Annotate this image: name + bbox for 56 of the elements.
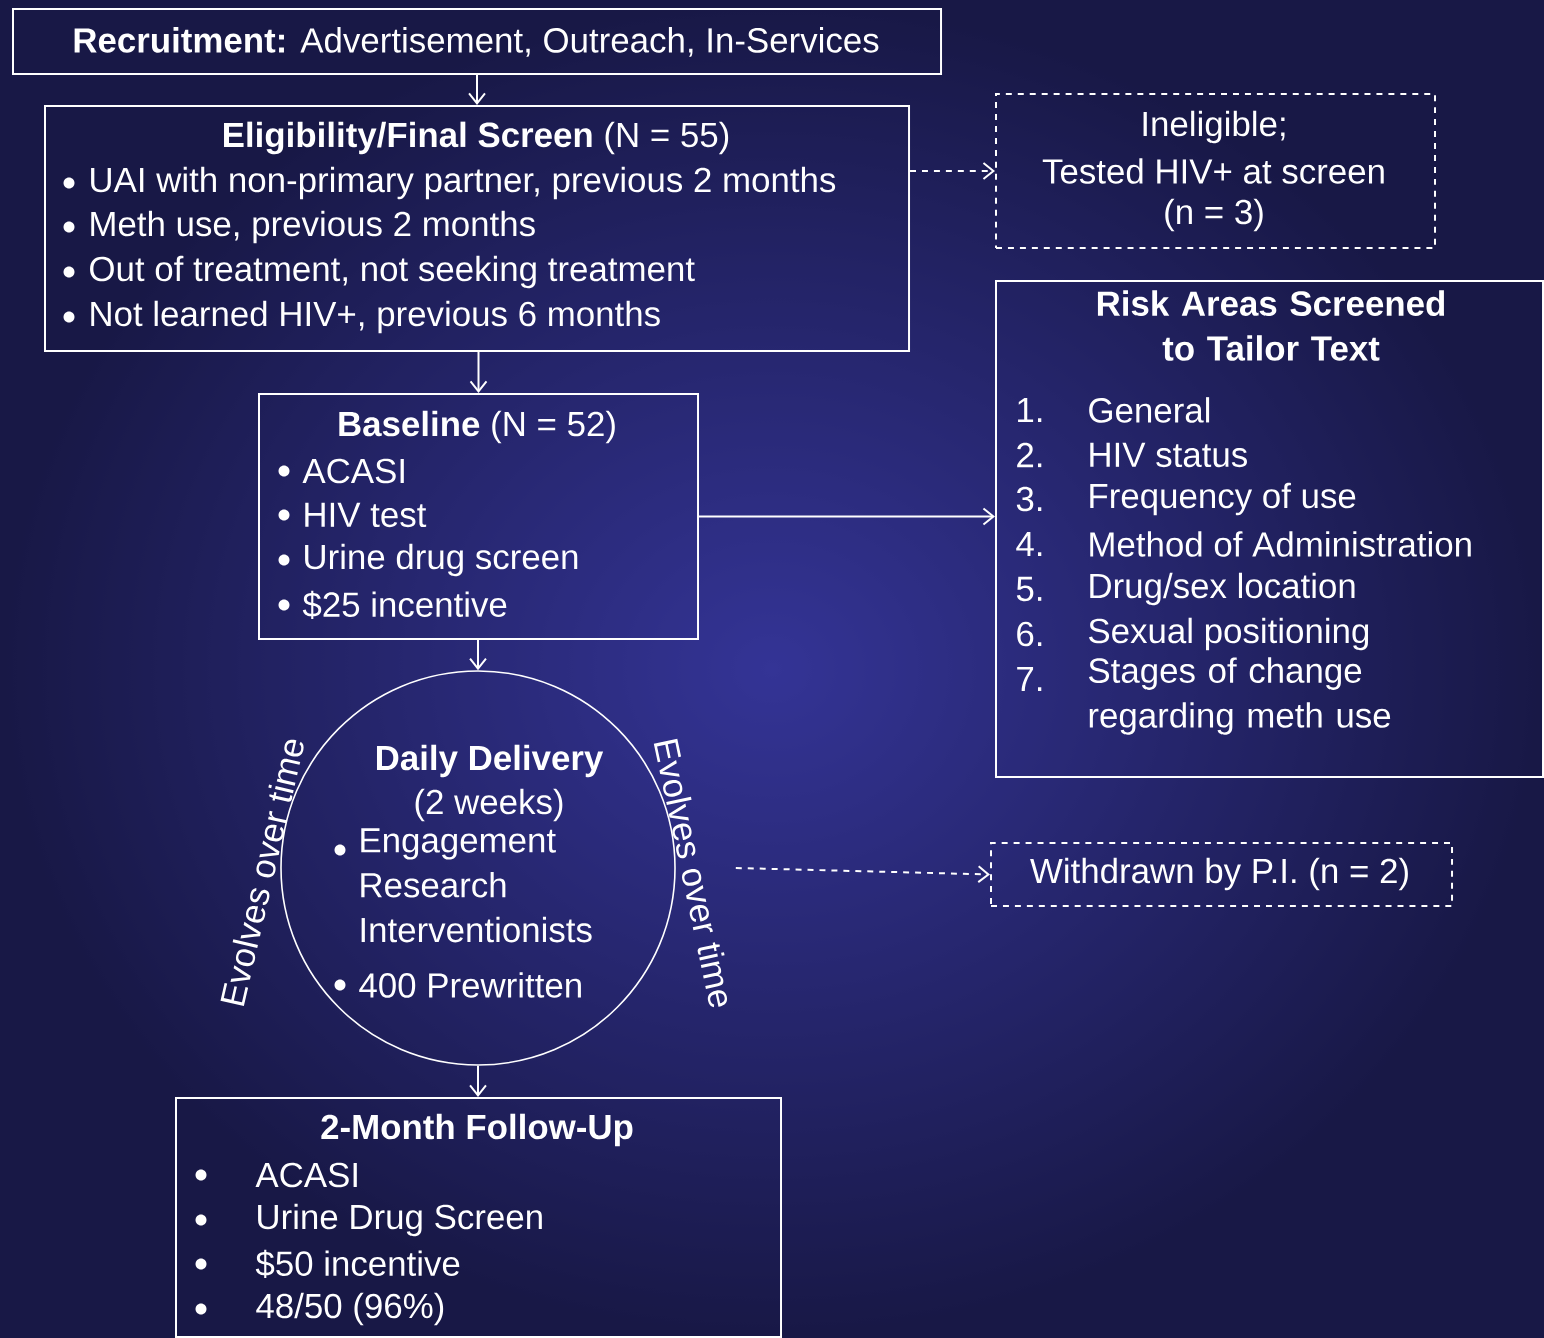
box-text: Recruitment: Advertisement, Outreach, In-Services xyxy=(74,27,879,57)
list-item: Urine drug screen xyxy=(305,543,578,577)
list-item: Meth use, previous 2 months xyxy=(91,210,535,244)
arrow xyxy=(734,865,990,884)
list-item: 400 Prewritten xyxy=(359,972,581,998)
process-box xyxy=(258,393,699,640)
list-item: HIV status xyxy=(1090,442,1247,468)
exclusion-box xyxy=(995,93,1436,249)
delivery-circle xyxy=(220,670,728,1066)
list-item: General xyxy=(1089,397,1210,423)
heading: 2-Month Follow-Up xyxy=(321,1113,633,1147)
list-item: ACASI xyxy=(255,1162,357,1188)
item-number: 3. xyxy=(1016,486,1042,512)
process-box xyxy=(44,105,911,352)
list-item: $25 incentive xyxy=(302,590,507,620)
list-item: Not learned HIV+, previous 6 months xyxy=(91,300,660,334)
heading: Eligibility/Final Screen (N = 55) xyxy=(224,121,729,155)
list-item: Engagement Research Interventionists xyxy=(361,828,592,943)
box-text: Withdrawn by P.I. (n = 2) xyxy=(1030,857,1408,891)
arrow xyxy=(469,1064,487,1097)
list-item: $50 incentive xyxy=(255,1249,460,1279)
list-item: Method of Administration xyxy=(1090,531,1471,557)
process-box xyxy=(12,8,943,75)
list-item: Frequency of use xyxy=(1090,482,1356,516)
item-number: 7. xyxy=(1017,667,1042,691)
box-text: Ineligible; xyxy=(1143,110,1285,144)
list-box xyxy=(995,279,1544,778)
arrow xyxy=(469,351,488,393)
item-number: 4. xyxy=(1016,532,1042,556)
item-number: 2. xyxy=(1017,442,1042,468)
item-number: 6. xyxy=(1017,621,1042,647)
box-text: (n = 3) xyxy=(1165,198,1263,232)
list-item: Out of treatment, not seeking treatment xyxy=(90,255,695,289)
arrow xyxy=(698,507,995,526)
exclusion-box xyxy=(990,842,1453,907)
heading: Daily Delivery xyxy=(377,744,604,778)
box-text: Tested HIV+ at screen xyxy=(1042,158,1384,184)
list-item: HIV test xyxy=(305,502,427,528)
list-item: UAI with non-primary partner, previous 2 months xyxy=(91,166,836,200)
curved-caption: Evolves over time xyxy=(653,738,728,1008)
process-box xyxy=(175,1097,782,1338)
heading: Baseline (N = 52) xyxy=(339,410,615,444)
list-item: Stages of change regarding meth use xyxy=(1089,657,1391,735)
arrow xyxy=(468,73,486,105)
curved-caption: Evolves over time xyxy=(220,739,304,1007)
arrow xyxy=(469,639,487,671)
list-item: Sexual positioning xyxy=(1089,617,1369,651)
heading: Risk Areas Screened to Tailor Text xyxy=(1097,290,1445,361)
list-item: ACASI xyxy=(302,458,404,484)
item-number: 5. xyxy=(1016,576,1042,602)
list-item: Drug/sex location xyxy=(1090,572,1355,606)
arrow xyxy=(909,162,995,180)
list-item: Urine Drug Screen xyxy=(258,1203,542,1237)
list-item: 48/50 (96%) xyxy=(256,1292,444,1326)
item-number: 1. xyxy=(1018,398,1042,422)
list-item: (2 weeks) xyxy=(415,788,563,822)
